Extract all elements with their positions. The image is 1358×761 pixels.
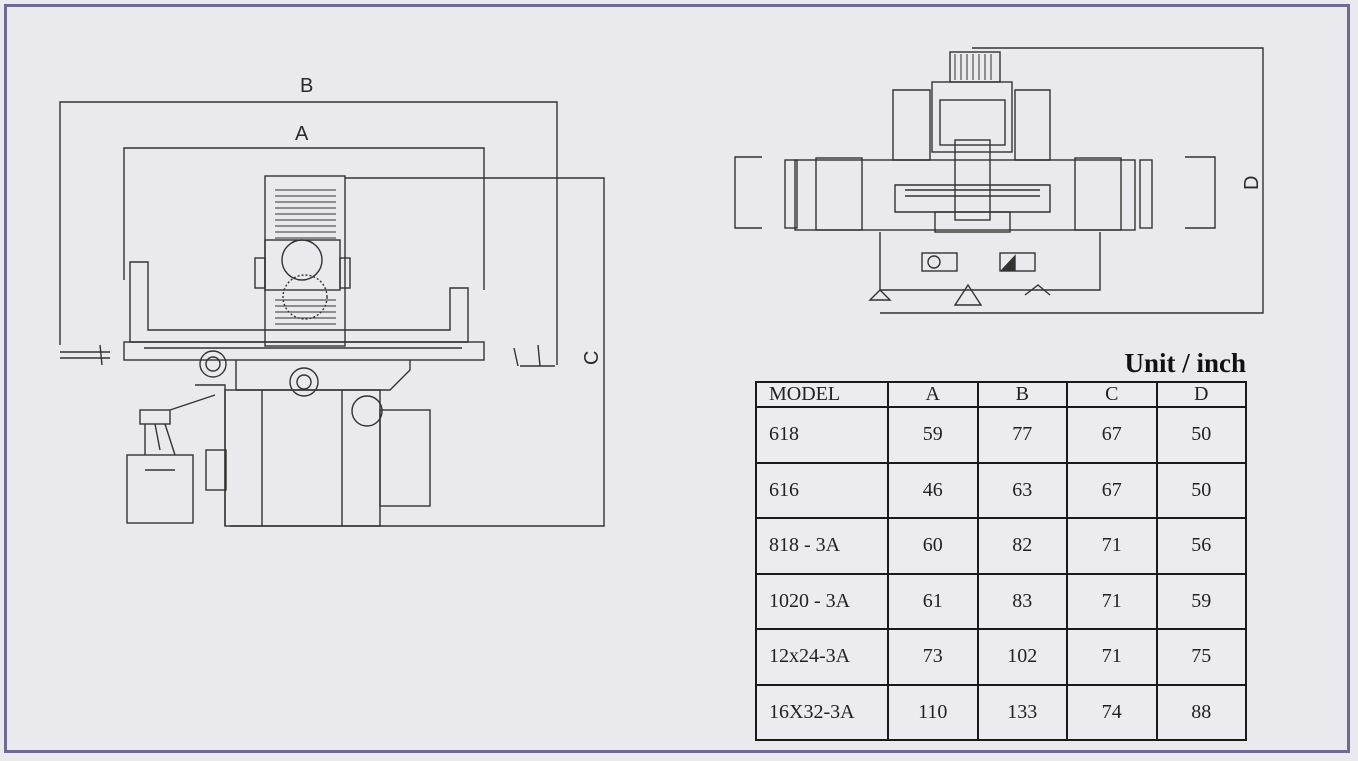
page-border <box>4 4 1350 753</box>
header-c: C <box>1066 381 1158 408</box>
model-dimensions-table: MODEL A B C D 618 59 77 67 50 616 46 63 … <box>755 381 1247 741</box>
cell-c: 67 <box>1066 406 1158 464</box>
table-row: 12x24-3A 73 102 71 75 <box>755 628 1247 686</box>
cell-b: 133 <box>976 683 1068 741</box>
header-d: D <box>1155 381 1247 408</box>
cell-d: 56 <box>1155 517 1247 575</box>
header-b: B <box>976 381 1068 408</box>
table-row: 1020 - 3A 61 83 71 59 <box>755 572 1247 630</box>
header-a: A <box>887 381 979 408</box>
cell-a: 73 <box>887 628 979 686</box>
cell-model: 818 - 3A <box>755 517 889 575</box>
table-header-row: MODEL A B C D <box>755 381 1247 408</box>
cell-d: 50 <box>1155 461 1247 519</box>
dimension-d-label: D <box>1241 176 1263 190</box>
front-view-drawing <box>734 47 1264 314</box>
cell-d: 50 <box>1155 406 1247 464</box>
cell-a: 60 <box>887 517 979 575</box>
cell-a: 110 <box>887 683 979 741</box>
side-view-drawing <box>59 101 605 527</box>
cell-model: 1020 - 3A <box>755 572 889 630</box>
cell-d: 59 <box>1155 572 1247 630</box>
dimension-a-label: A <box>295 123 309 145</box>
cell-c: 67 <box>1066 461 1158 519</box>
cell-model: 616 <box>755 461 889 519</box>
dimension-b-label: B <box>300 75 313 97</box>
table-row: 618 59 77 67 50 <box>755 406 1247 464</box>
cell-a: 46 <box>887 461 979 519</box>
dimension-c-label: C <box>581 351 603 365</box>
cell-b: 63 <box>976 461 1068 519</box>
cell-d: 75 <box>1155 628 1247 686</box>
cell-b: 82 <box>976 517 1068 575</box>
unit-label: Unit / inch <box>1124 348 1246 378</box>
table-row: 16X32-3A 110 133 74 88 <box>755 683 1247 741</box>
cell-b: 102 <box>976 628 1068 686</box>
cell-c: 74 <box>1066 683 1158 741</box>
cell-model: 16X32-3A <box>755 683 889 741</box>
cell-c: 71 <box>1066 517 1158 575</box>
cell-model: 618 <box>755 406 889 464</box>
cell-c: 71 <box>1066 628 1158 686</box>
header-model: MODEL <box>755 381 889 408</box>
cell-a: 59 <box>887 406 979 464</box>
cell-a: 61 <box>887 572 979 630</box>
cell-b: 83 <box>976 572 1068 630</box>
cell-d: 88 <box>1155 683 1247 741</box>
table-row: 616 46 63 67 50 <box>755 461 1247 519</box>
cell-b: 77 <box>976 406 1068 464</box>
cell-c: 71 <box>1066 572 1158 630</box>
table-row: 818 - 3A 60 82 71 56 <box>755 517 1247 575</box>
cell-model: 12x24-3A <box>755 628 889 686</box>
